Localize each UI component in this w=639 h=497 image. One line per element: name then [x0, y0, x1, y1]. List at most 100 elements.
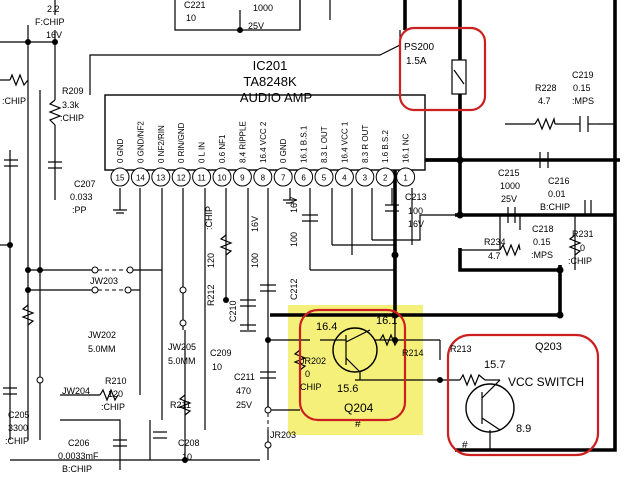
c216-ref: C216: [548, 176, 570, 186]
top-cap-volt: 16V: [46, 30, 62, 40]
ic-pin-number: 15: [116, 174, 125, 183]
c207-type: :PP: [72, 205, 87, 215]
ic-pin-label: 8.3 L OUT: [320, 126, 329, 163]
ic-pin-circle: [130, 167, 150, 187]
c218-val: 0.15: [533, 237, 551, 247]
c216-type: B:CHIP: [540, 202, 570, 212]
c-16v-b: 16V: [289, 197, 299, 213]
junction-dots: [7, 27, 564, 463]
c208-ref: C208: [178, 438, 200, 448]
ic-pin-circle: [355, 167, 375, 187]
ic-pin-circle: [375, 167, 395, 187]
ic-pin-circle: [171, 167, 191, 187]
q204-ring: [298, 308, 407, 422]
c206-type: B:CHIP: [62, 464, 92, 474]
ic-pin-label: 8.4 RIPPLE: [238, 121, 247, 163]
r209-symbol: [48, 99, 62, 126]
ic-pin-circle: [314, 167, 334, 187]
r209-type: :CHIP: [60, 113, 84, 123]
c208-val: 10: [182, 452, 192, 462]
ic-pin-label: 8.3 R OUT: [361, 125, 370, 163]
ic-pin-label: 16.1 B.S.1: [300, 125, 309, 163]
ic-pin-circle: [192, 167, 212, 187]
c205-val: 3300: [8, 423, 28, 433]
q204-base-voltage: 16.4: [316, 321, 337, 333]
c208-symbol: [153, 431, 167, 439]
q203-base-voltage: 15.7: [484, 359, 505, 371]
r-left-symbol: [9, 73, 29, 87]
ps200-ref: PS200: [404, 42, 434, 53]
ic-pin-label: 0 GND: [279, 138, 288, 163]
c-100a-symbol: [302, 214, 318, 222]
ic-pin-circle: [232, 167, 252, 187]
jr202-ref: JR202: [300, 356, 326, 366]
c213-val: 100: [408, 206, 423, 216]
r-left2-symbol: [21, 304, 35, 326]
q203-desc: VCC SWITCH: [508, 375, 584, 389]
r228-ref: R228: [535, 83, 557, 93]
ic-pin: 416.4 VCC 1: [334, 121, 354, 187]
top-cap-val: 2.2: [47, 4, 60, 14]
q203-ring: [446, 333, 600, 457]
r209-ref: R209: [62, 86, 84, 96]
ic-pin-circle: [396, 167, 416, 187]
r210-symbol: [99, 388, 119, 402]
ic-pin: 116.1 NC: [396, 133, 416, 187]
c213-ref: C213: [405, 192, 427, 202]
r210-val: 120: [108, 389, 123, 399]
c207-symbol: [48, 161, 62, 169]
ic-pin-label: 0 GND: [116, 138, 125, 163]
ic-pin: 70 GND: [273, 138, 293, 187]
component-labels: C221 10 1000 25V 2.2 F:CHIP 16V R209 3.3…: [2, 0, 594, 474]
ic-pin-number: 12: [177, 174, 186, 183]
c220-volt: 25V: [248, 21, 264, 31]
c211-ref: C211: [234, 372, 255, 382]
ic-pin-label: 0 NF2/RIN: [157, 125, 166, 163]
ic-pin-circle: [334, 167, 354, 187]
ic-pin-circle: [294, 167, 314, 187]
ic-pin-label: 0 L IN: [198, 142, 207, 163]
c219-val: 0.15: [573, 83, 591, 93]
ic-pin-number: 9: [240, 174, 245, 183]
ic201-part: TA8248K: [243, 74, 297, 89]
c205-ref: C205: [8, 410, 30, 420]
component-symbols: [3, 30, 598, 449]
ic-pin: 15 0 GND: [110, 138, 130, 187]
c207-ref: C207: [74, 179, 96, 189]
jr202-val: 0: [305, 369, 310, 379]
c220-val: 1000: [253, 3, 273, 13]
ic-pin-label: 16.1 NC: [402, 133, 411, 163]
ground-symbols: [113, 199, 297, 214]
c206-val: 0.0033mF: [58, 451, 99, 461]
jw202-ref: JW202: [88, 330, 116, 340]
ic-pin-circle: [253, 167, 273, 187]
c221-ref: C221: [184, 0, 206, 10]
ic-pin-label: 0 RIN/GND: [177, 122, 186, 163]
c219-symbol: [579, 116, 598, 132]
ic-pin-number: 11: [197, 174, 206, 183]
ps200-ring: [398, 26, 487, 112]
ic-pin: 616.1 B.S.1: [294, 125, 314, 187]
jw203-symbol: [91, 266, 134, 274]
ic-pin-circle: [212, 167, 232, 187]
ic-pin: 816.4 VCC 2: [253, 121, 273, 187]
ic201-ref: IC201: [253, 58, 288, 73]
ps200-fuse-symbol: [451, 30, 467, 120]
c209-symbol: [240, 324, 256, 332]
c218-ref: C218: [532, 224, 554, 234]
ic-pin-number: 14: [136, 174, 145, 183]
ic-pin-label: 16.4 VCC 2: [259, 121, 268, 163]
r234-symbol: [499, 242, 521, 257]
c212-symbol: [260, 284, 276, 292]
c211-val: 470: [236, 386, 251, 396]
jw204-symbol: [36, 376, 44, 410]
ic-pin: 38.3 R OUT: [355, 125, 375, 187]
c218-symbol: [507, 207, 516, 223]
ic-pin-number: 4: [342, 174, 347, 183]
c-100-b: 100: [289, 232, 299, 247]
ic-pin-number: 2: [383, 174, 388, 183]
c-100-a: 100: [250, 253, 260, 268]
ic-pin-label: 1.6 B.S.2: [381, 130, 390, 163]
ic-pin-number: 5: [322, 174, 327, 183]
